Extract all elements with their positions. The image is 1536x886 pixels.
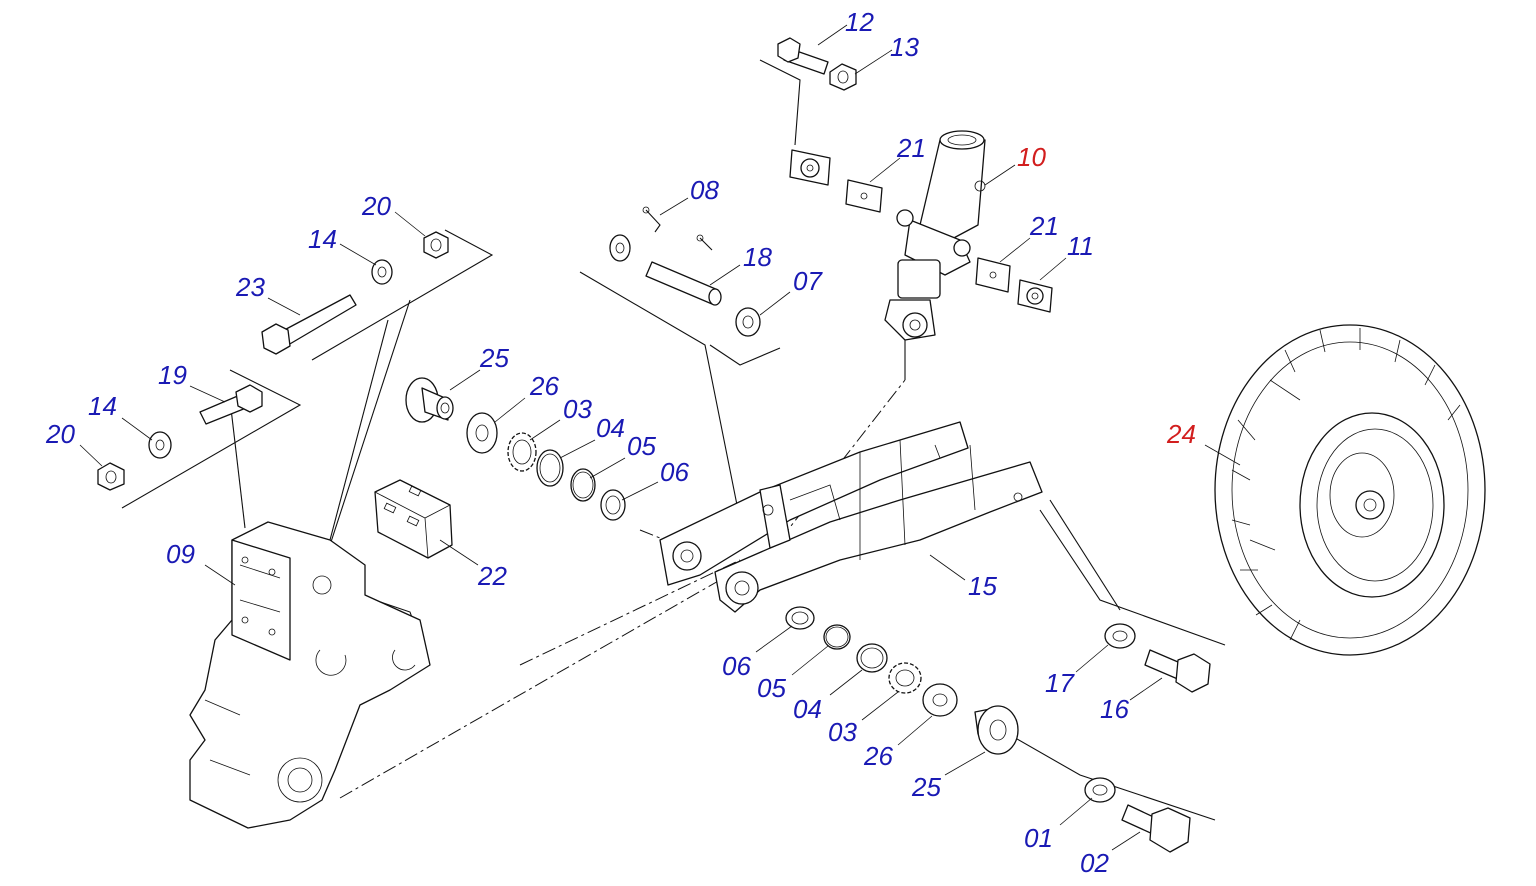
bolt-12 (777, 37, 829, 75)
bearing-06-lower (785, 606, 815, 630)
washer-26-upper (466, 412, 498, 454)
label-21-upper[interactable]: 21 (896, 133, 926, 163)
label-04-upper[interactable]: 04 (596, 413, 625, 443)
bearing-06-upper (600, 489, 626, 521)
label-20-lower[interactable]: 20 (45, 419, 75, 449)
bolt-02 (1121, 804, 1191, 853)
label-17[interactable]: 17 (1045, 668, 1075, 698)
label-07[interactable]: 07 (793, 266, 823, 296)
washer-07 (735, 307, 761, 337)
label-06-lower[interactable]: 06 (722, 651, 751, 681)
washer-17 (1104, 623, 1136, 649)
label-03-lower[interactable]: 03 (828, 717, 857, 747)
wheel-24 (1214, 324, 1486, 656)
label-24[interactable]: 24 (1166, 419, 1196, 449)
bolt-19 (199, 384, 263, 425)
clip-08 (642, 206, 713, 251)
washer-14-lower (148, 431, 172, 459)
label-01[interactable]: 01 (1024, 823, 1053, 853)
washer-07-left (609, 234, 631, 262)
label-02[interactable]: 02 (1080, 848, 1109, 878)
flange-bushing-25-upper (405, 377, 454, 423)
label-26-upper[interactable]: 26 (529, 371, 559, 401)
label-18[interactable]: 18 (743, 242, 772, 272)
washer-01 (1084, 777, 1116, 803)
lock-washer-03-lower (888, 662, 922, 694)
leader-lines (79, 24, 1241, 851)
label-10[interactable]: 10 (1017, 142, 1046, 172)
lock-washer-03-upper (507, 432, 537, 472)
pin-18 (645, 261, 722, 306)
circlip-04-upper (536, 449, 564, 487)
nut-13 (829, 63, 857, 91)
ring-05-upper (570, 468, 596, 502)
label-22[interactable]: 22 (477, 561, 507, 591)
nut-20-lower (97, 462, 125, 491)
label-23[interactable]: 23 (235, 272, 265, 302)
label-14-upper[interactable]: 14 (308, 224, 337, 254)
callout-labels: 12 13 21 10 21 11 08 18 07 20 14 23 25 2… (45, 7, 1196, 878)
washer-14-upper (371, 259, 393, 285)
label-08[interactable]: 08 (690, 175, 719, 205)
label-14-lower[interactable]: 14 (88, 391, 117, 421)
label-12[interactable]: 12 (845, 7, 874, 37)
label-20-upper[interactable]: 20 (361, 191, 391, 221)
bearing-unit-left (789, 149, 831, 186)
label-26-lower[interactable]: 26 (863, 741, 893, 771)
circlip-04-lower (856, 643, 888, 673)
bracket-21-right (975, 257, 1011, 293)
bracket-09 (189, 521, 431, 829)
cylinder-10 (884, 130, 986, 341)
bracket-21-left (845, 179, 883, 213)
label-21-lower[interactable]: 21 (1029, 211, 1059, 241)
label-09[interactable]: 09 (166, 539, 195, 569)
label-03-upper[interactable]: 03 (563, 394, 592, 424)
label-25-upper[interactable]: 25 (479, 343, 509, 373)
label-04-lower[interactable]: 04 (793, 694, 822, 724)
label-25-lower[interactable]: 25 (911, 772, 941, 802)
swing-arm-15 (659, 421, 1043, 613)
nut-20-upper (423, 231, 449, 259)
flange-bushing-25-lower (974, 705, 1019, 755)
label-15[interactable]: 15 (968, 571, 997, 601)
label-05-upper[interactable]: 05 (627, 431, 656, 461)
label-13[interactable]: 13 (890, 32, 919, 62)
label-06-upper[interactable]: 06 (660, 457, 689, 487)
label-11[interactable]: 11 (1067, 231, 1094, 261)
label-16[interactable]: 16 (1100, 694, 1129, 724)
label-05-lower[interactable]: 05 (757, 673, 786, 703)
washer-26-lower (922, 683, 958, 717)
ring-05-lower (823, 624, 851, 650)
bolt-23 (261, 294, 357, 355)
bolt-16 (1144, 649, 1211, 693)
label-19[interactable]: 19 (158, 360, 187, 390)
block-22 (374, 479, 453, 559)
bearing-unit-11 (1017, 279, 1053, 313)
